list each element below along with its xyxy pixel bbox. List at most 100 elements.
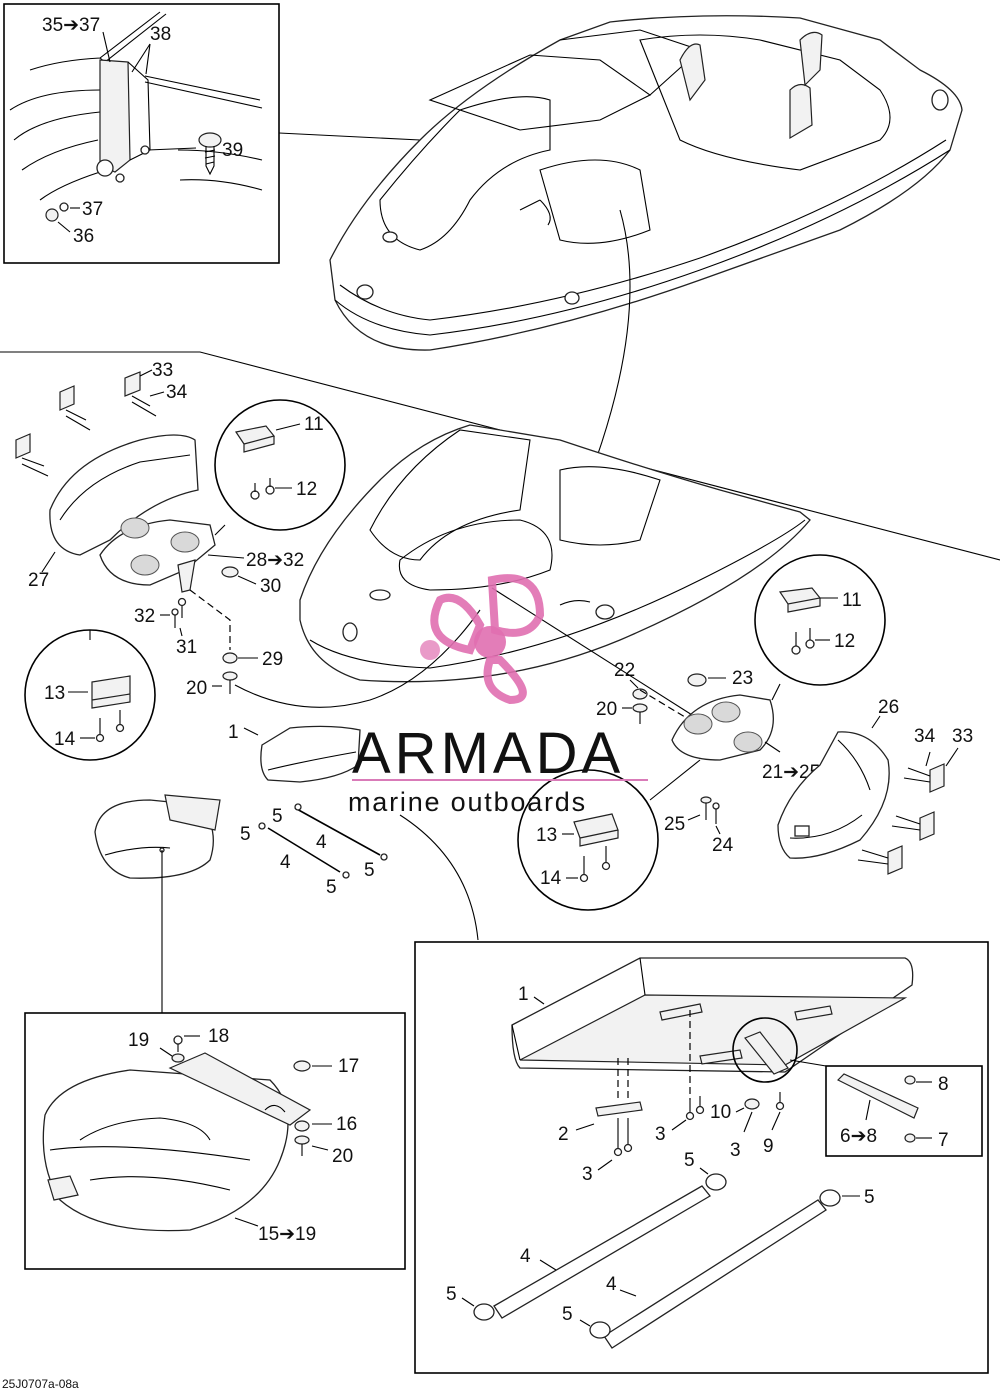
- callout-5c-base: 5: [446, 1284, 457, 1305]
- callout-5-b: 5: [240, 824, 251, 845]
- sleeve-5-b: [819, 1189, 841, 1207]
- boat-windshield-top: [559, 29, 702, 96]
- closeup-sheer: [309, 519, 806, 669]
- callout-14-left: 14: [54, 729, 76, 750]
- leader-28-32: [207, 554, 245, 559]
- closeup-console: [559, 466, 661, 546]
- leader-3a: [597, 1159, 613, 1171]
- callout-23: 23: [732, 668, 753, 689]
- block-13-right-icon: [573, 813, 619, 847]
- screw-20-seat-icon: [294, 1135, 310, 1156]
- strut-4-left: [267, 827, 341, 873]
- leader-19: [159, 1047, 173, 1057]
- callout-5b-base: 5: [864, 1187, 875, 1208]
- clip-28-icon: [177, 559, 196, 593]
- leader-39: [147, 147, 197, 151]
- leader-5a-base: [699, 1167, 709, 1175]
- right-bolster-group: 22 20 23 21➔25 25 24 11: [491, 554, 973, 911]
- callout-14-right: 14: [540, 868, 562, 889]
- pink-propeller-logo: [420, 574, 545, 705]
- closeup-hull: [299, 424, 811, 683]
- callout-20-seat: 20: [332, 1146, 353, 1167]
- seat-15: [42, 1069, 289, 1232]
- seat-15-seams: [49, 1146, 251, 1191]
- nut-16-icon: [294, 1120, 310, 1132]
- closeup-bow-eye: [342, 622, 358, 642]
- callout-13-right: 13: [536, 825, 557, 846]
- screw-head-39: [140, 145, 150, 155]
- boat-bow-closeup: [299, 424, 811, 683]
- washer-29-icon: [222, 652, 238, 664]
- leader-4b-base: [619, 1289, 637, 1297]
- velcro-patch-5: [711, 701, 741, 723]
- detail-tie-13-right: [649, 759, 701, 801]
- base-detail-frame: [414, 941, 989, 1374]
- velcro-patch-2: [170, 531, 200, 553]
- screw-24-25-icon: [700, 796, 720, 824]
- cushion-group: 1 5 5 4 4 5 5: [94, 722, 479, 1013]
- windshield-bracket: [99, 59, 131, 173]
- callout-24: 24: [712, 835, 734, 856]
- leader-31: [179, 627, 183, 637]
- cap-5-a: [258, 822, 266, 830]
- callout-29: 29: [262, 649, 283, 670]
- boat-bow-cockpit: [379, 96, 551, 251]
- callout-33-left: 33: [152, 360, 173, 381]
- detail-tie-11: [214, 524, 226, 536]
- bracket-11-right-icon: [778, 587, 822, 613]
- leader-9: [771, 1111, 781, 1131]
- left-bolster-group: 33 34 27 11 12 28➔32 30: [15, 360, 481, 761]
- section-frame-line: [0, 351, 1000, 561]
- leader-20-seat: [311, 1145, 329, 1151]
- boat-arrow: [519, 199, 551, 226]
- cap-23-icon: [687, 673, 707, 687]
- screw-18-icon: [173, 1035, 183, 1052]
- seat-15-board-arrow: [264, 1104, 286, 1113]
- dashed-path-22: [639, 689, 691, 721]
- cap-5-d: [380, 853, 388, 861]
- cap-5-c: [342, 871, 350, 879]
- closeup-cleat: [369, 589, 391, 601]
- screws-3-icon: [613, 1092, 785, 1157]
- seat-cushion-seam: [104, 846, 171, 856]
- callout-20-left: 20: [186, 678, 207, 699]
- callout-12-right: 12: [834, 631, 855, 652]
- callout-4-a: 4: [316, 832, 327, 853]
- leader-2: [575, 1123, 595, 1131]
- callout-22: 22: [614, 660, 635, 681]
- callout-33-right: 33: [952, 726, 973, 747]
- callout-5a-base: 5: [684, 1150, 695, 1171]
- boat-cleat: [382, 231, 398, 243]
- leader-5d-base: [579, 1319, 591, 1327]
- callout-10: 10: [710, 1102, 731, 1123]
- strap-connector: [789, 1059, 827, 1067]
- callout-38: 38: [150, 24, 171, 45]
- callout-36: 36: [73, 226, 94, 247]
- cap-17-icon: [293, 1060, 311, 1072]
- leader-3c: [743, 1111, 753, 1133]
- callout-17: 17: [338, 1056, 359, 1077]
- leader-25: [687, 814, 701, 821]
- screw-31-32-icon: [171, 597, 187, 628]
- bracket-nut: [115, 173, 125, 183]
- inset-frame: [3, 3, 280, 264]
- bracket-right-2-icon: [891, 811, 935, 841]
- leader-15-19: [234, 1217, 259, 1227]
- callout-30: 30: [260, 576, 281, 597]
- screw-12-right-icon: [791, 628, 815, 655]
- leader-34-right: [925, 751, 931, 767]
- leader-4a-base: [539, 1259, 557, 1271]
- callout-16: 16: [336, 1114, 357, 1135]
- callout-12-left: 12: [296, 479, 317, 500]
- closeup-vent: [595, 604, 615, 620]
- callout-9: 9: [763, 1136, 774, 1157]
- callout-20-right: 20: [596, 699, 617, 720]
- velcro-patch-3: [130, 554, 160, 576]
- boat-vent: [564, 291, 580, 305]
- leader-10: [735, 1107, 745, 1113]
- seat-cushion-board: [164, 794, 221, 831]
- strut-4-right: [294, 807, 381, 856]
- callout-4-b: 4: [280, 852, 291, 873]
- bracket-33-right-icon: [903, 763, 945, 793]
- washer-19-icon: [171, 1053, 185, 1063]
